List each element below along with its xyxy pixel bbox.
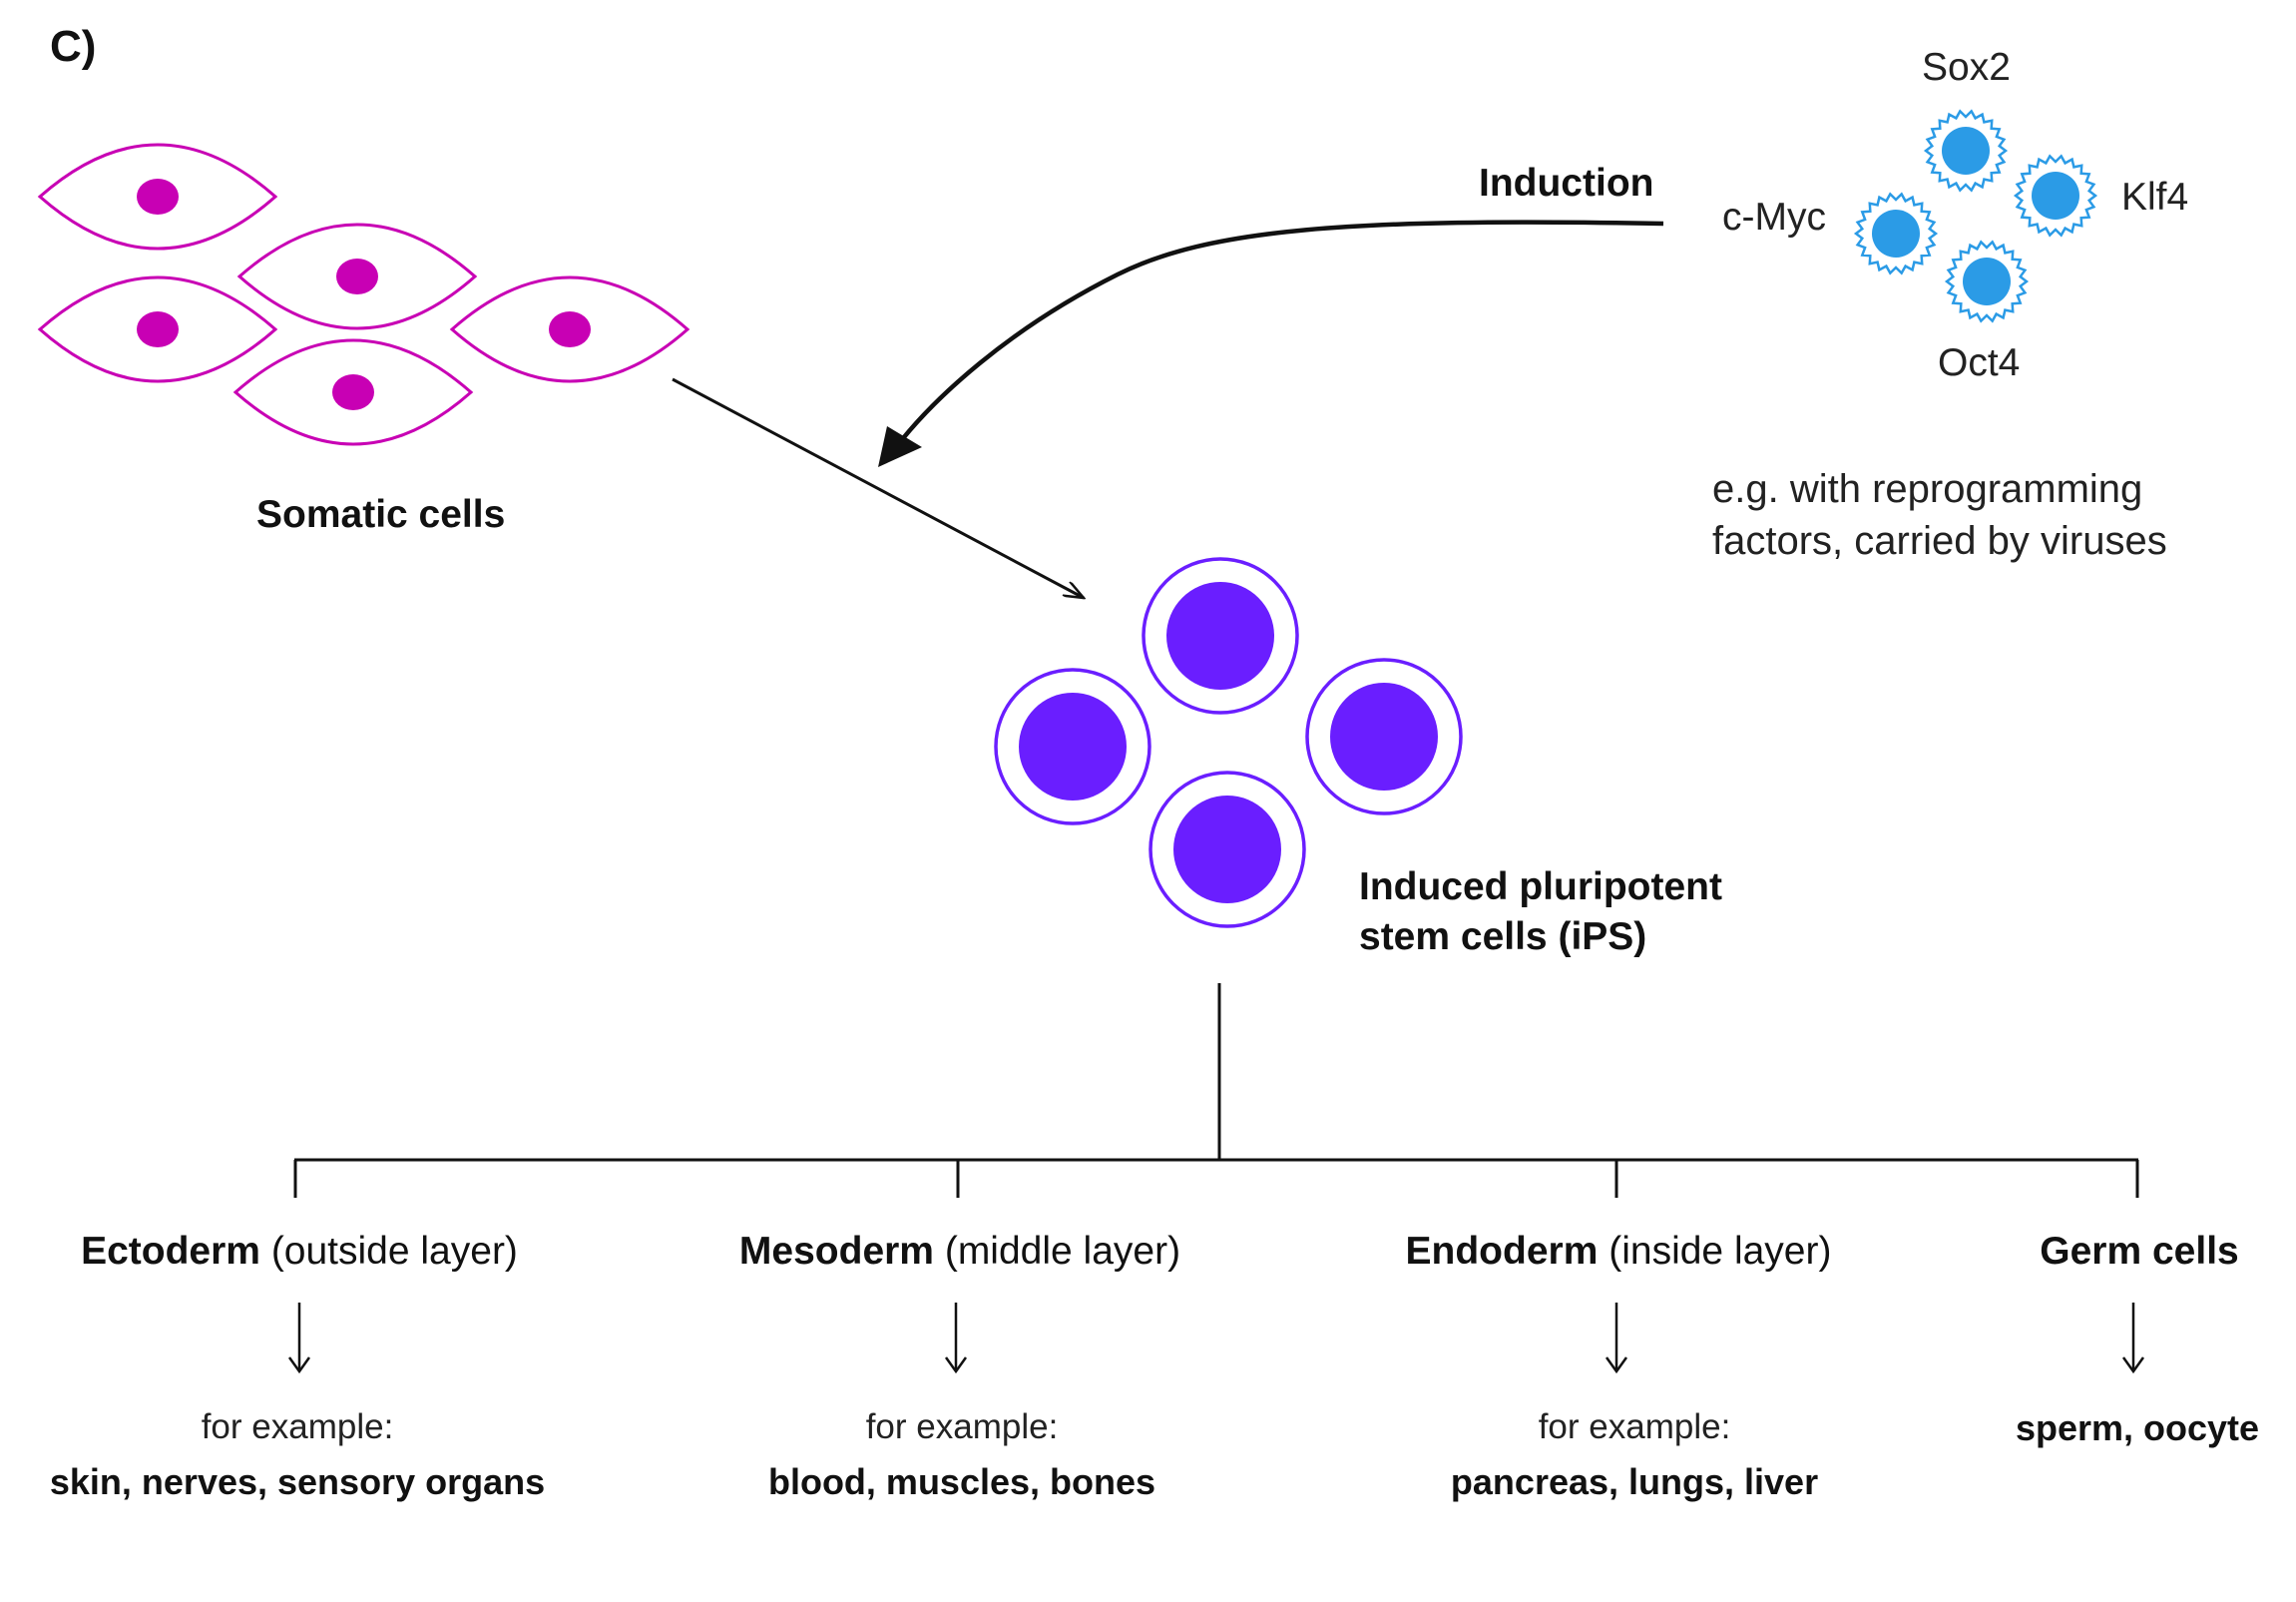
layer-germ-cells: Germ cells (2040, 1230, 2238, 1274)
induction-label: Induction (1479, 162, 1654, 205)
ips-label: Induced pluripotent stem cells (iPS) (1359, 862, 1722, 962)
layer-ectoderm-desc: (outside layer) (270, 1230, 518, 1273)
ips-cell (994, 668, 1151, 825)
somatic-cell-nucleus (137, 311, 179, 347)
layer-endoderm-desc: (inside layer) (1608, 1230, 1832, 1273)
layer-mesoderm-desc: (middle layer) (944, 1230, 1181, 1273)
induction-arrow-head (878, 426, 922, 467)
ips-cell (1148, 771, 1306, 928)
ectoderm-down-arrow (287, 1303, 311, 1374)
panel-label: C) (50, 22, 97, 71)
layer-mesoderm: Mesoderm (middle layer) (739, 1230, 1180, 1274)
ips-label-line1: Induced pluripotent (1359, 865, 1722, 908)
factor-core (1872, 210, 1920, 258)
somatic-cells-label: Somatic cells (256, 493, 506, 536)
induction-note-line2: factors, carried by viruses (1712, 519, 2167, 563)
somatic-cell-nucleus (336, 259, 378, 294)
layer-endoderm-name: Endoderm (1405, 1230, 1599, 1273)
germ-down-arrow (2121, 1303, 2145, 1374)
ips-cell-nucleus (1166, 582, 1274, 690)
induction-note-line1: e.g. with reprogramming (1712, 467, 2143, 511)
endoderm-example-prefix: for example: (1538, 1407, 1731, 1446)
factor-label-klf4: Klf4 (2121, 176, 2189, 219)
factor-core (1963, 258, 2011, 305)
somatic-cell-nucleus (549, 311, 591, 347)
reprogramming-factor (2013, 154, 2098, 238)
ips-cell (1142, 557, 1299, 715)
mesoderm-examples: blood, muscles, bones (767, 1461, 1156, 1502)
ectoderm-example-prefix: for example: (201, 1407, 394, 1446)
ips-cell-nucleus (1330, 683, 1438, 791)
somatic-cell (236, 223, 478, 330)
layer-endoderm: Endoderm (inside layer) (1406, 1230, 1832, 1274)
layer-ectoderm: Ectoderm (outside layer) (81, 1230, 518, 1274)
somatic-cell (232, 338, 474, 446)
endoderm-examples: pancreas, lungs, liver (1450, 1461, 1819, 1502)
ips-cell (1305, 658, 1463, 815)
ips-cell-nucleus (1019, 693, 1127, 801)
germ-cells-examples: sperm, oocyte (2015, 1407, 2260, 1448)
layer-ectoderm-name: Ectoderm (81, 1230, 260, 1273)
somatic-cell (37, 275, 278, 383)
lineage-tree (293, 983, 2139, 1198)
factor-core (1942, 127, 1990, 175)
mesoderm-example-prefix: for example: (865, 1407, 1059, 1446)
somatic-to-ips-arrow (672, 377, 1084, 598)
endoderm-down-arrow (1605, 1303, 1628, 1374)
layer-arrows (287, 1303, 2145, 1374)
ips-cell-nucleus (1173, 796, 1281, 903)
ips-label-line2: stem cells (iPS) (1359, 915, 1647, 958)
factor-core (2032, 172, 2079, 220)
factor-label-sox2: Sox2 (1922, 46, 2011, 89)
reprogramming-factor (1944, 240, 2030, 323)
layer-mesoderm-name: Mesoderm (738, 1230, 934, 1273)
reprogramming-factors-group (1853, 109, 2098, 323)
ips-cells-group (994, 557, 1463, 928)
somatic-cells-group (37, 143, 690, 446)
factor-label-oct4: Oct4 (1938, 341, 2021, 384)
reprogramming-factor (1853, 192, 1939, 275)
induction-note: e.g. with reprogramming factors, carried… (1712, 463, 2167, 567)
ectoderm-examples: skin, nerves, sensory organs (49, 1461, 546, 1502)
somatic-cell-nucleus (137, 179, 179, 215)
mesoderm-down-arrow (944, 1303, 968, 1374)
somatic-cell (37, 143, 278, 251)
layer-germ-cells-name: Germ cells (2040, 1230, 2239, 1273)
somatic-cell (449, 275, 690, 383)
factor-label-c-myc: c-Myc (1722, 196, 1826, 239)
somatic-cell-nucleus (332, 374, 374, 410)
reprogramming-factor (1923, 109, 2009, 193)
induction-arrow (894, 220, 1664, 449)
